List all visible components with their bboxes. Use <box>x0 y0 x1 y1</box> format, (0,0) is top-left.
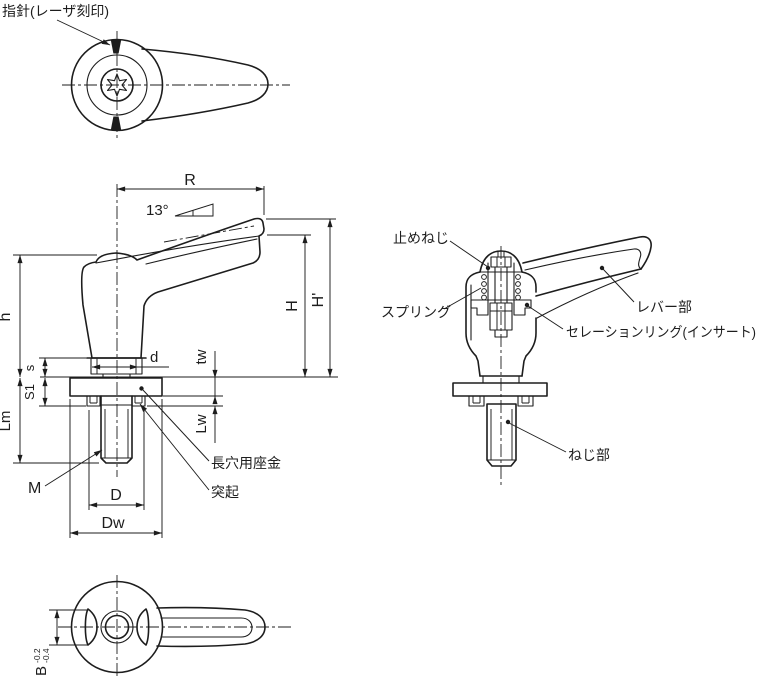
dim-D-label: D <box>110 487 122 504</box>
dim-B: B -0.2 -0.4 <box>32 610 88 676</box>
leader-dot <box>485 265 491 271</box>
torx-socket <box>108 74 127 96</box>
dim-R: R <box>116 172 264 215</box>
bottom-outer-circle <box>72 582 163 673</box>
front-view: R 13° H' H h s <box>0 172 338 538</box>
dim-H: H <box>267 235 311 378</box>
dim-Lw: Lw <box>147 396 223 443</box>
dim-Lm-label: Lm <box>0 411 14 432</box>
callout-protrusion-label: 突起 <box>211 484 239 500</box>
dim-H-prime: H' <box>266 219 336 378</box>
dim-angle: 13° <box>146 202 213 219</box>
section-protrusion-right <box>518 396 533 406</box>
dim-M: M <box>28 450 102 497</box>
taper-symbol <box>175 204 213 216</box>
dim-Dw: Dw <box>70 399 162 538</box>
top-view: 指針(レーザ刻印) <box>2 3 290 139</box>
bottom-arm-slot <box>161 618 252 637</box>
insert-nut <box>490 303 512 337</box>
section-stud <box>487 404 516 466</box>
lever-arm-outline <box>142 49 268 121</box>
dim-R-label: R <box>184 172 196 189</box>
hub-outline-right <box>522 272 536 376</box>
knob-ring <box>87 55 147 115</box>
dim-Lw-label: Lw <box>193 414 210 433</box>
pointer-callout-label: 指針(レーザ刻印) <box>2 3 109 19</box>
callout-serration-ring: セレーションリング(インサート) <box>524 302 756 340</box>
lever-flange-underside-line <box>96 236 259 263</box>
dim-s-label: s <box>22 364 37 371</box>
callout-thread: ねじ部 <box>505 419 610 463</box>
center-hole-outer <box>101 611 133 643</box>
callout-spring: スプリング <box>381 288 481 320</box>
dim-D: D <box>89 410 144 510</box>
dim-h: h <box>0 255 97 378</box>
dim-Dw-label: Dw <box>101 515 125 532</box>
socket-rim <box>101 69 133 101</box>
callout-lever: レバー部 <box>599 265 692 315</box>
callout-slot-washer-label: 長穴用座金 <box>211 455 281 471</box>
dim-B-tolerance-upper: -0.2 <box>32 648 42 663</box>
pointer-leader-line <box>57 20 110 45</box>
hub-boss <box>91 358 142 378</box>
dim-angle-label: 13° <box>146 202 169 219</box>
callout-serration-ring-label: セレーションリング(インサート) <box>566 324 756 340</box>
laser-mark-bottom <box>110 116 122 130</box>
dim-d-label: d <box>150 349 158 366</box>
tab-right <box>137 609 149 645</box>
section-view: 止めねじ スプリング レバー部 セレーションリング(インサート) ねじ部 <box>381 230 756 486</box>
knob-outer-circle <box>72 40 163 131</box>
set-screw <box>491 252 511 268</box>
dim-M-label: M <box>28 480 41 497</box>
dim-B-tolerance-lower: -0.4 <box>41 648 51 663</box>
front-body-outline <box>82 219 264 359</box>
protrusion-right <box>132 396 145 406</box>
lever-arm <box>523 237 651 318</box>
callout-lever-label: レバー部 <box>636 299 692 315</box>
dim-tw-label: tw <box>193 349 210 364</box>
tab-left <box>85 609 97 645</box>
lever-grip-top-line <box>146 239 257 264</box>
callout-slot-washer: 長穴用座金 <box>139 386 281 471</box>
callout-protrusion: 突起 <box>140 404 239 500</box>
dim-B-label: B <box>33 666 50 676</box>
callout-set-screw: 止めねじ <box>393 230 491 271</box>
dim-Lm: Lm <box>0 377 99 463</box>
section-boss <box>483 376 519 383</box>
dim-s1: S1 <box>22 377 86 406</box>
dim-d: d <box>91 349 169 370</box>
dim-s1-label: S1 <box>22 384 37 400</box>
dim-tw: tw <box>193 349 218 405</box>
taper-centerline <box>164 226 254 242</box>
hub-outline-left <box>466 272 480 376</box>
slot-washer <box>70 378 162 396</box>
serration-ring <box>471 300 531 315</box>
dim-h-label: h <box>0 313 14 322</box>
bottom-view: B -0.2 -0.4 <box>32 575 292 679</box>
dim-s: s <box>22 358 88 378</box>
pointer-callout: 指針(レーザ刻印) <box>2 3 110 45</box>
protrusion-left <box>87 396 100 406</box>
callout-spring-label: スプリング <box>381 304 451 320</box>
bottom-arm-outline <box>157 608 265 647</box>
dim-H-prime-label: H' <box>310 293 327 308</box>
dim-H-label: H <box>284 300 301 312</box>
threaded-stud <box>101 396 132 463</box>
laser-mark-top <box>110 40 122 54</box>
leader-dot <box>139 386 144 391</box>
leader-dot <box>599 265 605 271</box>
section-protrusion-left <box>469 396 484 406</box>
leader-dot <box>524 302 530 308</box>
center-hole-inner <box>106 616 129 639</box>
section-dome <box>480 251 522 272</box>
leader-dot <box>505 419 511 425</box>
section-washer <box>453 383 547 396</box>
callout-set-screw-label: 止めねじ <box>393 230 449 246</box>
spring-coils <box>482 263 521 303</box>
callout-thread-label: ねじ部 <box>568 447 610 463</box>
